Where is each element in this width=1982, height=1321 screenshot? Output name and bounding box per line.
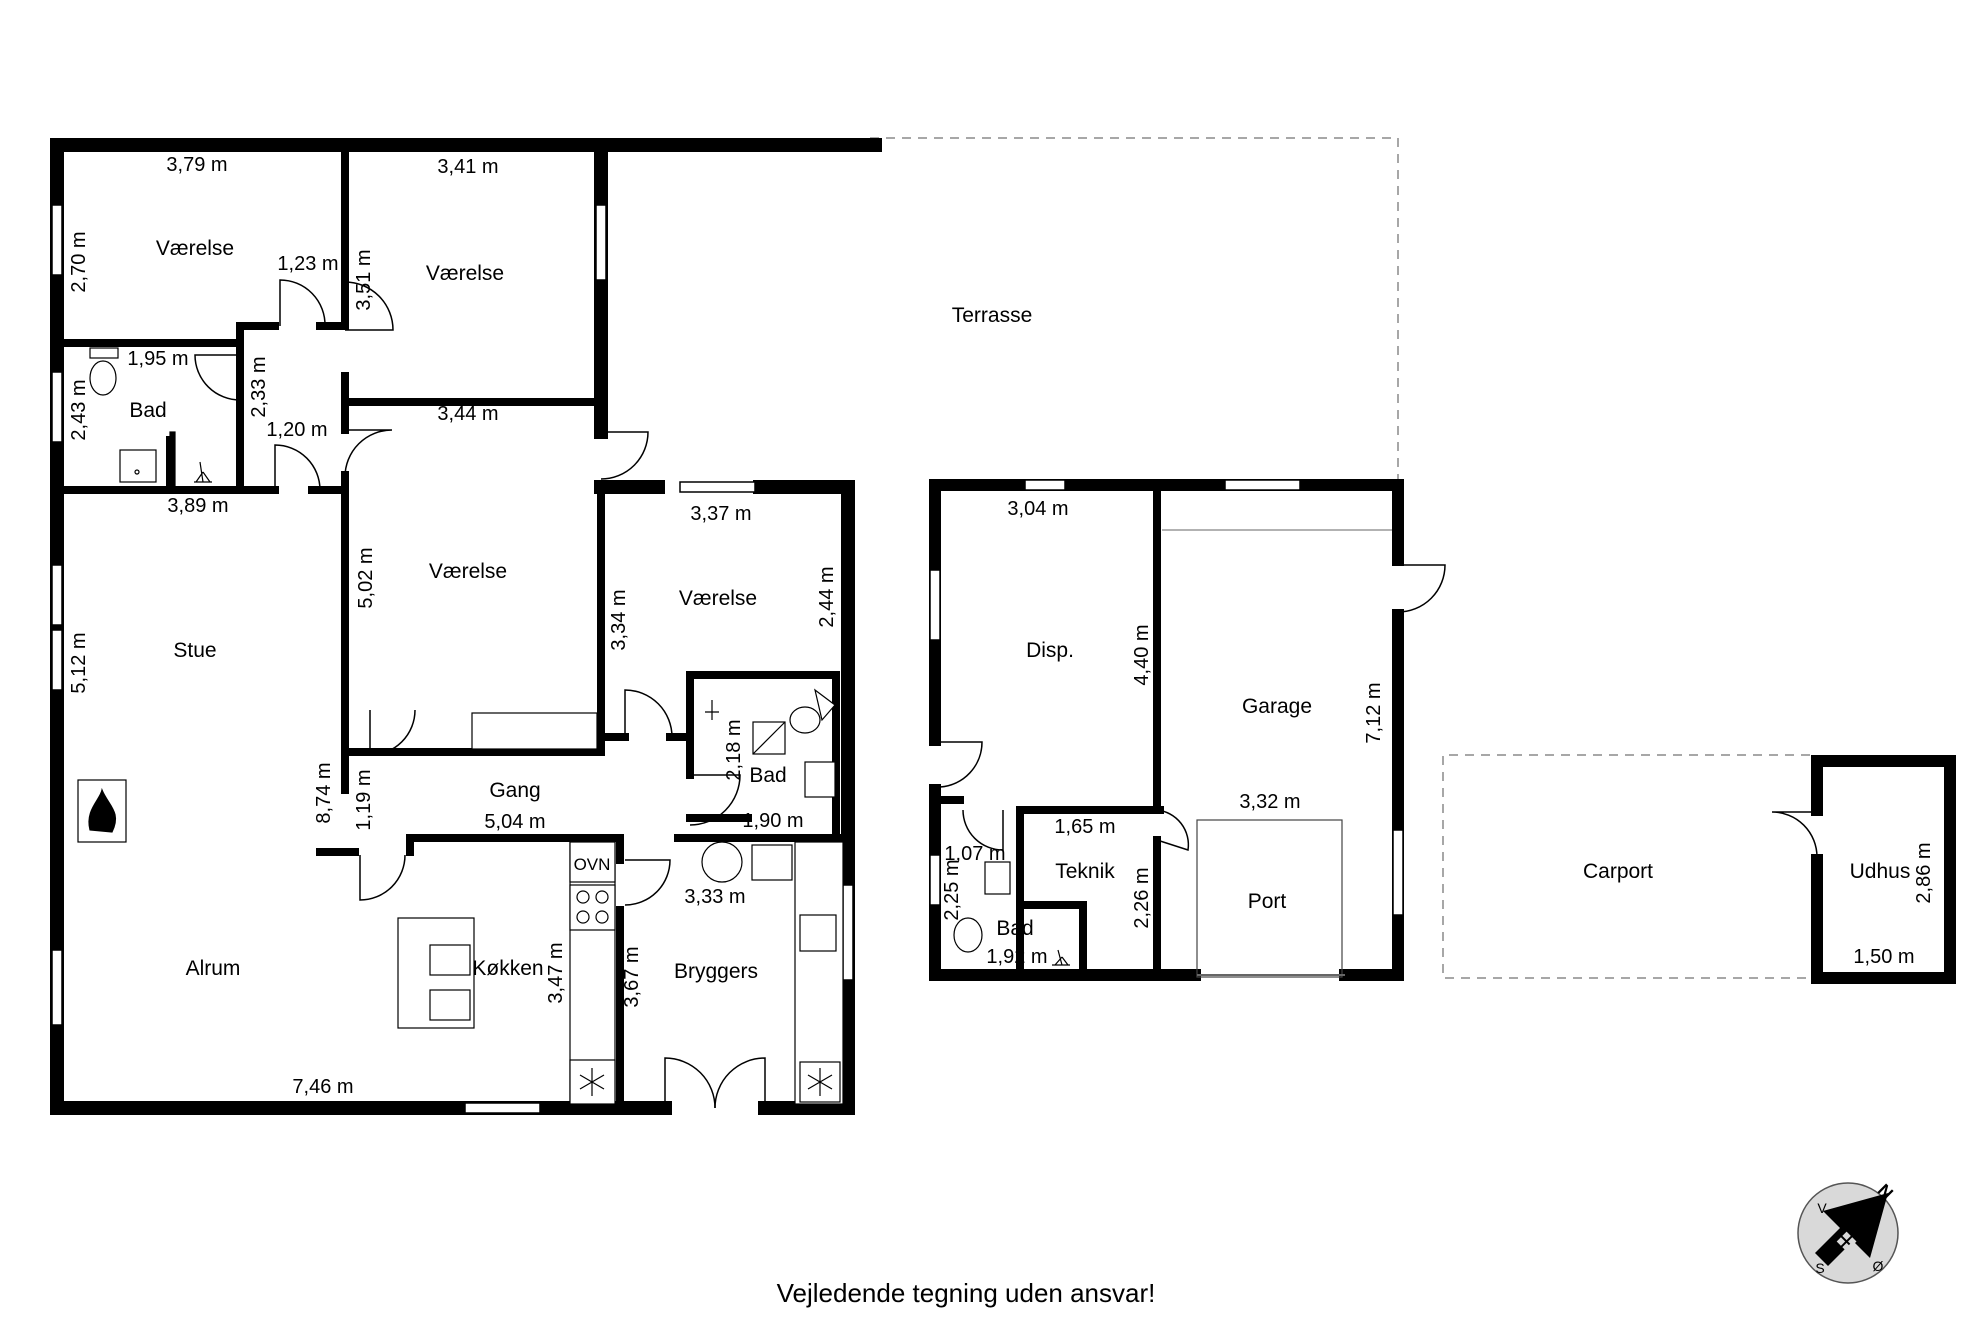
outbuilding-partitions (936, 486, 1164, 979)
dimension-label: 3,79 m (166, 154, 227, 176)
udhus-walls (1811, 755, 1956, 984)
doors (194, 279, 1818, 1109)
room-terrasse: Terrasse (952, 304, 1033, 327)
terrace-outline (870, 137, 1399, 480)
dimension-labels-vertical: 2,70 m 3,51 m 2,43 m 2,33 m 5,02 m 3,34 … (68, 231, 1935, 1007)
dimension-label: 2,44 m (816, 566, 838, 627)
dimension-label: 3,37 m (690, 503, 751, 525)
room-vaerelse-2: Værelse (426, 262, 504, 285)
dimension-label: 3,34 m (608, 589, 630, 650)
sink-icon (984, 861, 1011, 895)
toilet-icon (789, 706, 821, 734)
dimension-label: 3,33 m (684, 886, 745, 908)
room-labels: Værelse Værelse Værelse Værelse Bad Bad … (129, 237, 1910, 983)
room-alrum: Alrum (186, 957, 241, 980)
fixtures (77, 347, 1070, 1105)
sink-icon (429, 989, 471, 1021)
compass-v: V (1817, 1200, 1827, 1216)
closet (471, 712, 598, 750)
oven-label: OVN (574, 855, 611, 874)
dimension-label: 3,44 m (437, 403, 498, 425)
oven-icon (569, 841, 616, 883)
dimension-label: 1,20 m (266, 419, 327, 441)
room-udhus: Udhus (1850, 860, 1911, 883)
dimension-label: 3,47 m (545, 942, 567, 1003)
dimension-label: 5,12 m (68, 632, 90, 693)
dimension-label: 1,95 m (127, 348, 188, 370)
dimension-label: 1,23 m (277, 253, 338, 275)
room-koekken: Køkken (472, 957, 543, 980)
dimension-label: 2,26 m (1131, 867, 1153, 928)
dimension-label: 1,90 m (742, 810, 803, 832)
dimension-label: 2,18 m (723, 719, 745, 780)
dimension-label: 2,43 m (68, 379, 90, 440)
room-vaerelse-4: Værelse (679, 587, 757, 610)
toilet-icon (953, 917, 983, 953)
dimension-label: 1,92 m (986, 946, 1047, 968)
washer-icon (701, 841, 743, 883)
compass-s: S (1815, 1260, 1824, 1276)
drain-icon (1052, 949, 1070, 966)
toilet-icon (89, 360, 117, 396)
dimension-label: 2,33 m (248, 356, 270, 417)
sink-icon (804, 761, 836, 798)
room-vaerelse-3: Værelse (429, 560, 507, 583)
room-bad-1: Bad (129, 399, 166, 422)
compass: N V S Ø (1797, 1180, 1899, 1284)
room-teknik: Teknik (1055, 860, 1115, 883)
main-house-walls (50, 138, 882, 1115)
dimension-label: 2,25 m (941, 859, 963, 920)
dimension-label: 3,51 m (353, 249, 375, 310)
room-disp: Disp. (1026, 639, 1074, 662)
room-vaerelse-1: Værelse (156, 237, 234, 260)
dimension-label: 3,41 m (437, 156, 498, 178)
dimension-labels-horizontal: 3,79 m 3,41 m 1,23 m 1,95 m 1,20 m 3,44 … (127, 154, 1914, 1098)
dashed-outlines (870, 137, 1810, 979)
outbuilding-walls (929, 479, 1404, 981)
carport-outline (1442, 754, 1810, 979)
dimension-label: 5,04 m (484, 811, 545, 833)
dimension-label: 8,74 m (313, 762, 335, 823)
sink-icon (799, 914, 837, 952)
house-north-arrow-icon (1815, 1193, 1888, 1266)
compass-oe: Ø (1873, 1258, 1884, 1274)
drain-icon (705, 700, 719, 720)
dimension-label: 1,19 m (353, 769, 375, 830)
sink-icon (119, 449, 157, 483)
room-bad-3: Bad (996, 917, 1033, 940)
garage-port (1196, 819, 1343, 978)
dimension-label: 7,46 m (292, 1076, 353, 1098)
dimension-label: 1,65 m (1054, 816, 1115, 838)
dimension-label: 2,86 m (1913, 842, 1935, 903)
room-gang: Gang (489, 779, 540, 802)
room-stue: Stue (173, 639, 216, 662)
tub-icon (751, 844, 793, 881)
dimension-label: 1,07 m (944, 843, 1005, 865)
dimension-label: 1,50 m (1853, 946, 1914, 968)
windows (51, 204, 1404, 1114)
room-port: Port (1248, 890, 1287, 913)
disclaimer-text: Vejledende tegning uden ansvar! (777, 1278, 1156, 1308)
dimension-label: 3,32 m (1239, 791, 1300, 813)
room-carport: Carport (1583, 860, 1653, 883)
room-bryggers: Bryggers (674, 960, 758, 983)
drain-icon (194, 461, 212, 483)
room-garage: Garage (1242, 695, 1312, 718)
stove-icon (569, 884, 616, 931)
room-bad-2: Bad (749, 764, 786, 787)
dimension-label: 3,04 m (1007, 498, 1068, 520)
dimension-label: 7,12 m (1363, 682, 1385, 743)
dimension-label: 3,67 m (621, 946, 643, 1007)
dimension-label: 5,02 m (355, 547, 377, 608)
sink-icon (429, 944, 471, 976)
dimension-label: 3,89 m (167, 495, 228, 517)
dimension-label: 2,70 m (68, 231, 90, 292)
dimension-label: 4,40 m (1131, 624, 1153, 685)
